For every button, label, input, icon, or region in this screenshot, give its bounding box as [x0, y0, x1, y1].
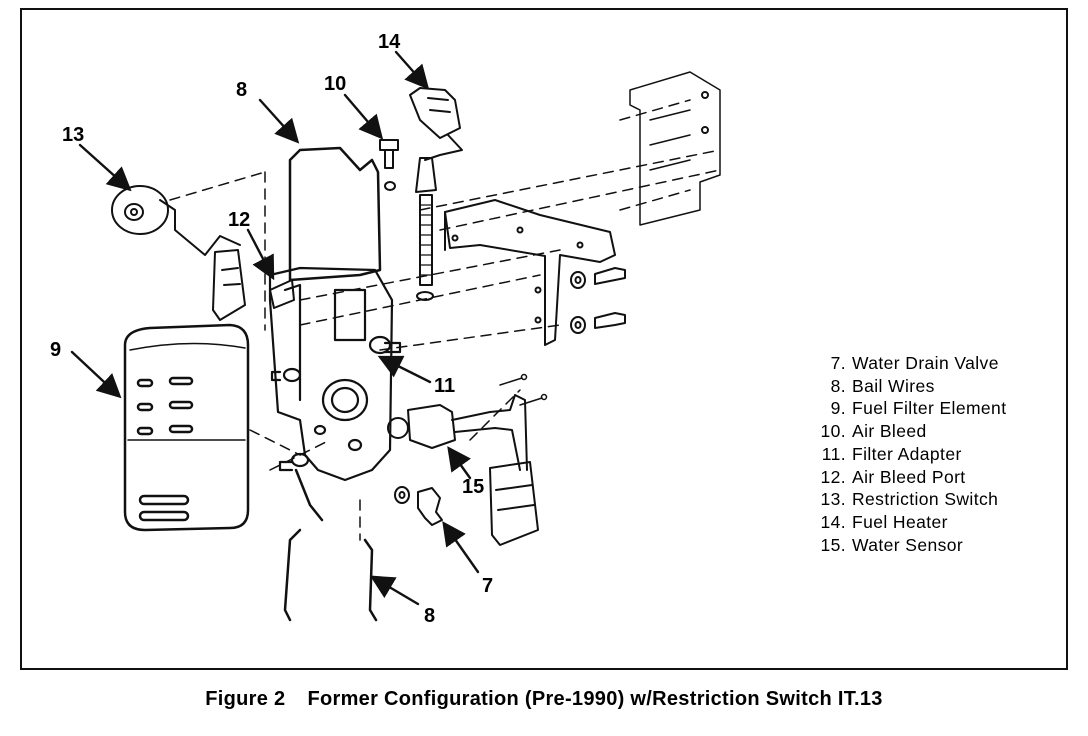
parts-legend: 7.Water Drain Valve 8.Bail Wires 9.Fuel … — [806, 352, 1006, 556]
mounting-bracket — [444, 199, 616, 346]
callout-9: 9 — [50, 339, 62, 361]
callout-15: 15 — [462, 476, 485, 498]
arrow-12 — [246, 228, 275, 281]
mounting-bolts — [570, 267, 626, 334]
arrow-8-top — [258, 98, 300, 144]
water-drain-valve — [394, 486, 443, 526]
legend-item: 13.Restriction Switch — [820, 489, 999, 510]
arrow-13 — [78, 143, 132, 192]
callout-14: 14 — [378, 31, 401, 53]
legend-item: 10.Air Bleed — [820, 421, 927, 442]
callout-8-top: 8 — [236, 79, 248, 101]
air-bleed — [379, 139, 399, 191]
water-sensor — [387, 394, 539, 546]
arrow-8-bottom — [369, 575, 420, 606]
legend-item: 15.Water Sensor — [820, 534, 964, 555]
restriction-switch — [111, 185, 246, 321]
filter-adapter — [268, 266, 402, 482]
legend-item: 14.Fuel Heater — [820, 511, 948, 532]
figure-number: Figure 2 — [205, 688, 286, 710]
arrow-9 — [70, 350, 122, 399]
arrow-11 — [377, 355, 432, 384]
callout-11: 11 — [434, 375, 456, 397]
small-screws — [499, 373, 548, 406]
callout-8-bottom: 8 — [424, 605, 436, 627]
legend-item: 12.Air Bleed Port — [820, 466, 966, 487]
callout-12: 12 — [228, 209, 251, 231]
air-bleed-port — [269, 279, 295, 309]
legend-item: 8.Bail Wires — [830, 375, 935, 396]
callout-7: 7 — [482, 575, 494, 597]
bail-wire-bottom — [283, 468, 378, 622]
legend-item: 11.Filter Adapter — [821, 443, 962, 464]
leader-arrows — [70, 50, 480, 606]
fuel-heater — [409, 87, 463, 301]
callout-13: 13 — [62, 124, 85, 146]
callout-10: 10 — [324, 73, 347, 95]
legend-item: 9.Fuel Filter Element — [830, 398, 1007, 419]
fuel-filter-element — [123, 323, 250, 532]
arrow-7 — [442, 521, 480, 574]
rear-bracket — [629, 71, 721, 226]
legend-item: 7.Water Drain Valve — [830, 353, 999, 373]
figure-title: Former Configuration (Pre-1990) w/Restri… — [307, 688, 883, 710]
arrow-14 — [394, 50, 430, 90]
arrow-15 — [447, 446, 472, 480]
arrow-10 — [343, 93, 384, 140]
alignment-lines — [169, 99, 721, 541]
bail-wire-top — [288, 146, 382, 282]
figure-frame — [20, 8, 1068, 670]
figure-caption: Figure 2 Former Configuration (Pre-1990) … — [0, 688, 1088, 711]
